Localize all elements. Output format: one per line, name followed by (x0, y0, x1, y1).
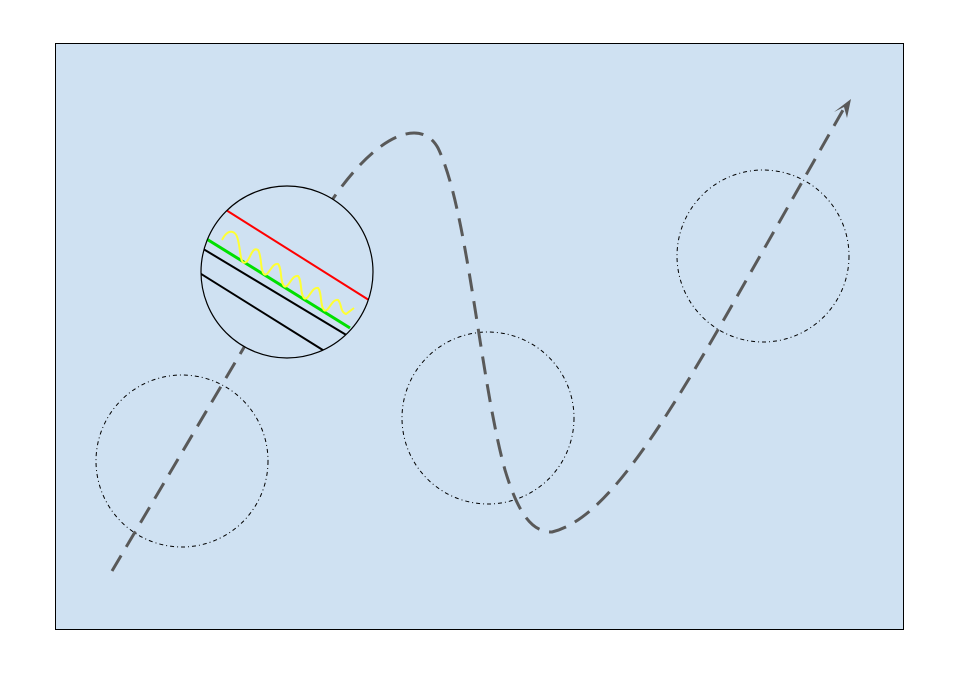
arrowhead-icon (834, 99, 851, 118)
inset-line-red (225, 209, 373, 303)
waypoint-circle-middle (401, 331, 575, 505)
inset-wave-yellow (221, 230, 355, 316)
waypoint-circle-right (676, 169, 850, 343)
magnified-layer-view (200, 185, 374, 359)
inset-circle-border (200, 185, 374, 359)
inset-line-black-lower (201, 271, 327, 353)
inset-circle-fill (201, 186, 373, 358)
inset-line-black-upper (201, 246, 349, 337)
inset-line-green (204, 236, 351, 330)
waypoint-circle-left (95, 374, 269, 548)
dashed-trajectory (110, 109, 845, 572)
